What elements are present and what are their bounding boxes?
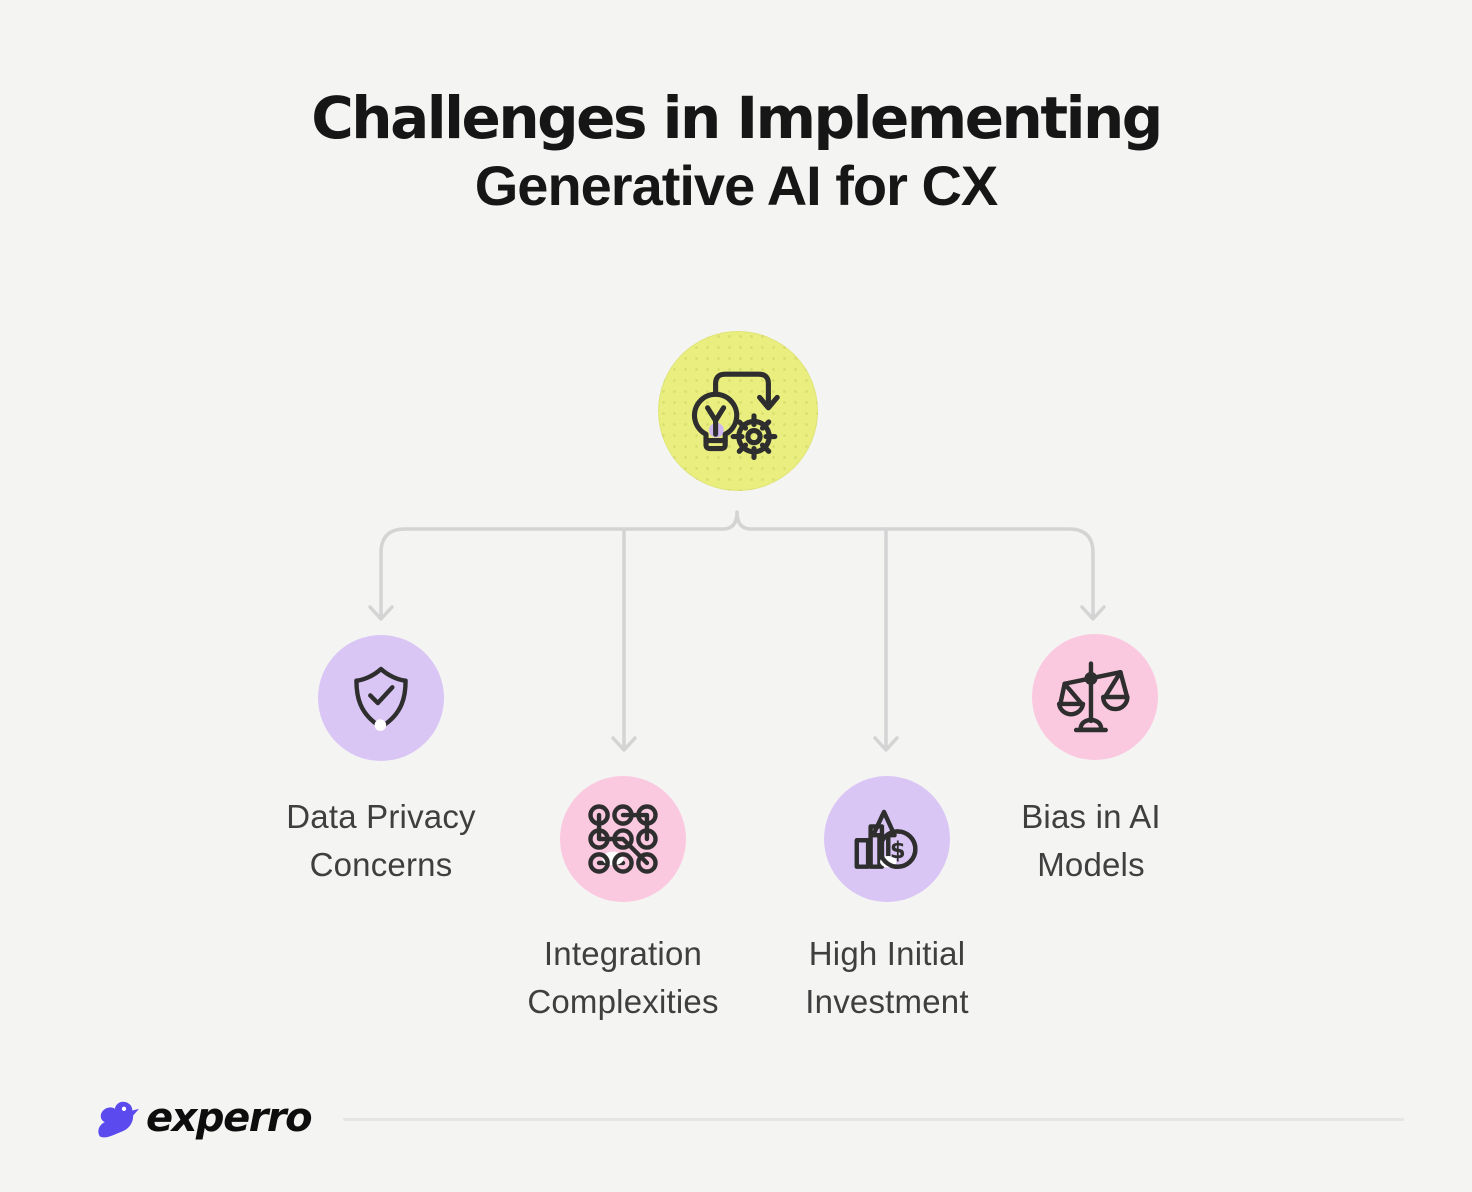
brand-logo: experro bbox=[94, 1090, 313, 1146]
label-line: Integration bbox=[543, 935, 703, 972]
title-line-2: Generative AI for CX bbox=[474, 154, 999, 218]
label-data-privacy: Data Privacy Concerns bbox=[221, 793, 541, 889]
node-data-privacy bbox=[318, 635, 444, 761]
node-bias bbox=[1032, 634, 1158, 760]
label-line: Data Privacy bbox=[286, 798, 476, 835]
idea-to-process-icon bbox=[691, 371, 780, 460]
balance-scale-icon bbox=[1056, 661, 1130, 733]
connector-brace bbox=[379, 510, 1095, 555]
label-investment: High Initial Investment bbox=[727, 930, 1047, 1026]
network-nodes-icon bbox=[588, 804, 658, 874]
node-integration bbox=[560, 776, 686, 902]
brand-name: experro bbox=[146, 1095, 313, 1141]
label-line: Concerns bbox=[309, 846, 453, 883]
label-line: Bias in AI bbox=[1021, 798, 1161, 835]
label-line: Investment bbox=[805, 983, 969, 1020]
label-line: Models bbox=[1037, 846, 1145, 883]
label-bias: Bias in AI Models bbox=[931, 793, 1251, 889]
node-investment: $ bbox=[824, 776, 950, 902]
label-line: Complexities bbox=[527, 983, 719, 1020]
connector-arrow-investment bbox=[873, 527, 899, 752]
label-integration: Integration Complexities bbox=[463, 930, 783, 1026]
investment-growth-icon: $ bbox=[854, 809, 918, 869]
connector-arrow-bias bbox=[1080, 551, 1106, 621]
label-line: High Initial bbox=[808, 935, 966, 972]
connector-arrow-privacy bbox=[368, 551, 394, 621]
central-node bbox=[658, 331, 818, 491]
experro-bird-icon bbox=[98, 1101, 139, 1138]
footer: experro bbox=[94, 1088, 1404, 1148]
footer-divider bbox=[343, 1117, 1404, 1121]
connector-arrow-integration bbox=[611, 527, 637, 752]
shield-check-icon bbox=[354, 666, 408, 731]
page-title: Challenges in Implementing Generative AI… bbox=[0, 84, 1472, 220]
svg-text:$: $ bbox=[890, 838, 906, 864]
title-line-1: Challenges in Implementing bbox=[311, 84, 1163, 152]
